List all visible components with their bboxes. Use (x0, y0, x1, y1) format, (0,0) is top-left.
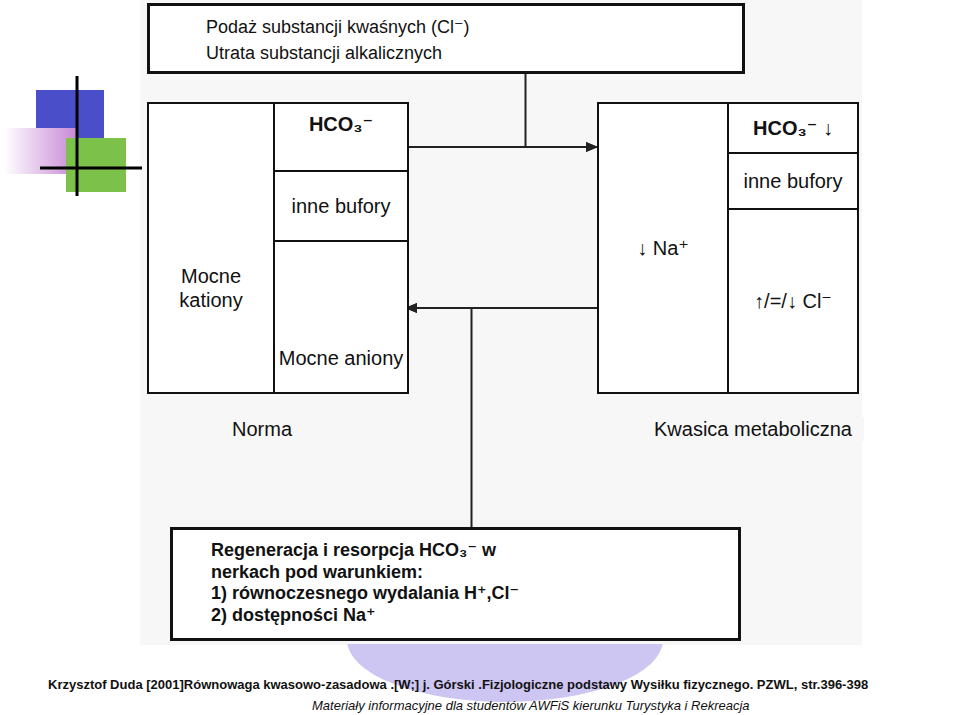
arrow-connector (526, 74, 598, 147)
node-text: Podaż substancji kwaśnych (Cl⁻) (206, 14, 470, 40)
footer-note: Materiały informacyjne dla studentów AWF… (312, 698, 750, 713)
node-text: Regeneracja i resorpcja HCO₃⁻ w nerkach … (211, 540, 541, 583)
node-text: HCO₃⁻ (309, 112, 373, 136)
cross-line (76, 76, 79, 196)
node-text: ↓ Na⁺ (637, 236, 689, 260)
chloride-cell: ↑/=/↓ Cl⁻ (727, 208, 859, 394)
node-text: 1) równoczesnego wydalania H⁺,Cl⁻ (211, 583, 519, 605)
node-text: Mocne aniony (279, 346, 404, 370)
node-text: ↑/=/↓ Cl⁻ (754, 289, 832, 313)
source-box: Podaż substancji kwaśnych (Cl⁻)Utrata su… (147, 3, 745, 74)
sodium-column: ↓ Na⁺ (597, 102, 729, 394)
buffer-cell: HCO₃⁻ ↓ (727, 102, 859, 154)
node-text: HCO₃⁻ ↓ (753, 116, 833, 140)
state-heading: Norma (232, 417, 392, 441)
cross-line (40, 167, 142, 170)
buffer-cell: inne bufory (727, 152, 859, 210)
state-heading: Kwasica metaboliczna (654, 417, 864, 441)
node-text: inne bufory (744, 169, 843, 193)
citation: Krzysztof Duda [2001]Równowaga kwasowo-z… (48, 677, 868, 692)
buffer-cell: HCO₃⁻ (273, 102, 409, 172)
green-square (66, 138, 126, 192)
node-text: Utrata substancji alkalicznych (206, 40, 442, 66)
node-text: 2) dostępności Na⁺ (211, 605, 376, 627)
node-text: inne bufory (292, 194, 391, 218)
node-text: Mocne kationy (149, 264, 273, 312)
scan-area (140, 0, 862, 645)
kidney-box: Regeneracja i resorpcja HCO₃⁻ w nerkach … (170, 527, 741, 641)
cation-column: Mocne kationy (147, 102, 275, 394)
buffer-cell: inne bufory (273, 170, 409, 242)
state-box: NormaMocne kationyHCO₃⁻inne buforyMocne … (147, 102, 406, 394)
state-box: Kwasica metaboliczna↓ Na⁺HCO₃⁻ ↓inne buf… (597, 102, 856, 394)
arrow-connector (406, 308, 472, 527)
anion-cell: Mocne aniony (273, 240, 409, 394)
arrow-connector (406, 146, 597, 148)
